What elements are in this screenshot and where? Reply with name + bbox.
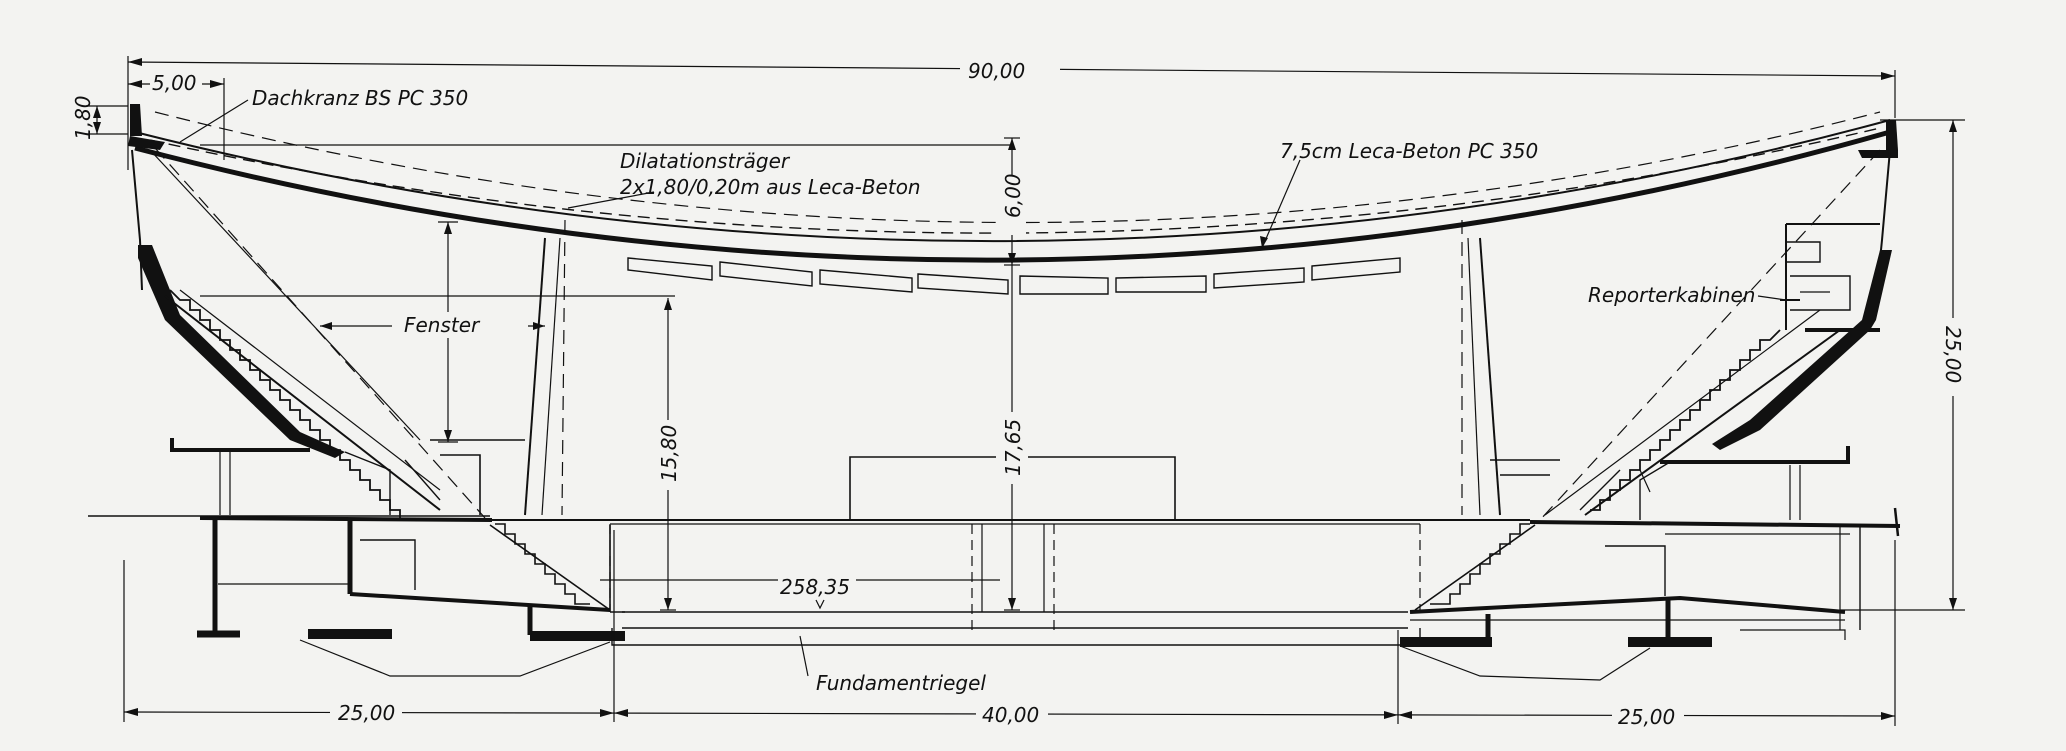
girder-label-line1: Dilatationsträger [620, 149, 791, 173]
arena-floor [490, 456, 1530, 646]
roof-edge-label: 5,00 [152, 71, 197, 95]
arrowheads [93, 58, 1957, 720]
girder-label-line2: 2x1,80/0,20m aus Leca-Beton [620, 175, 921, 199]
floor-level-label: 258,35 [780, 575, 850, 599]
roof-depth-label: 1,80 [71, 95, 95, 140]
leader-lines [179, 99, 1787, 677]
left-stand [88, 147, 625, 677]
mid-span-label: 40,00 [982, 703, 1039, 727]
right-stand [1399, 149, 1901, 681]
overall-width-label: 90,00 [968, 59, 1025, 83]
roof-rim-left [128, 104, 165, 150]
girder-boxes [627, 257, 1401, 295]
total-height-label: 25,00 [1941, 326, 1965, 383]
girder-height-label: 6,00 [1001, 173, 1025, 218]
left-lower-stair [489, 523, 625, 613]
right-span-label: 25,00 [1618, 705, 1675, 729]
roof-rim-label: Dachkranz BS PC 350 [252, 86, 468, 110]
reporter-cabins-label: Reporterkabinen [1588, 283, 1755, 307]
foundation-beam-label: Fundamentriegel [816, 671, 986, 695]
roof-rim-right [1858, 120, 1898, 158]
right-lower-stair [1414, 523, 1536, 611]
left-span-label: 25,00 [338, 701, 395, 725]
window-label: Fenster [404, 313, 481, 337]
window-height-label: 15,80 [657, 425, 681, 482]
leca-concrete-label: 7,5cm Leca-Beton PC 350 [1280, 139, 1538, 163]
clear-height-label: 17,65 [1001, 419, 1025, 476]
